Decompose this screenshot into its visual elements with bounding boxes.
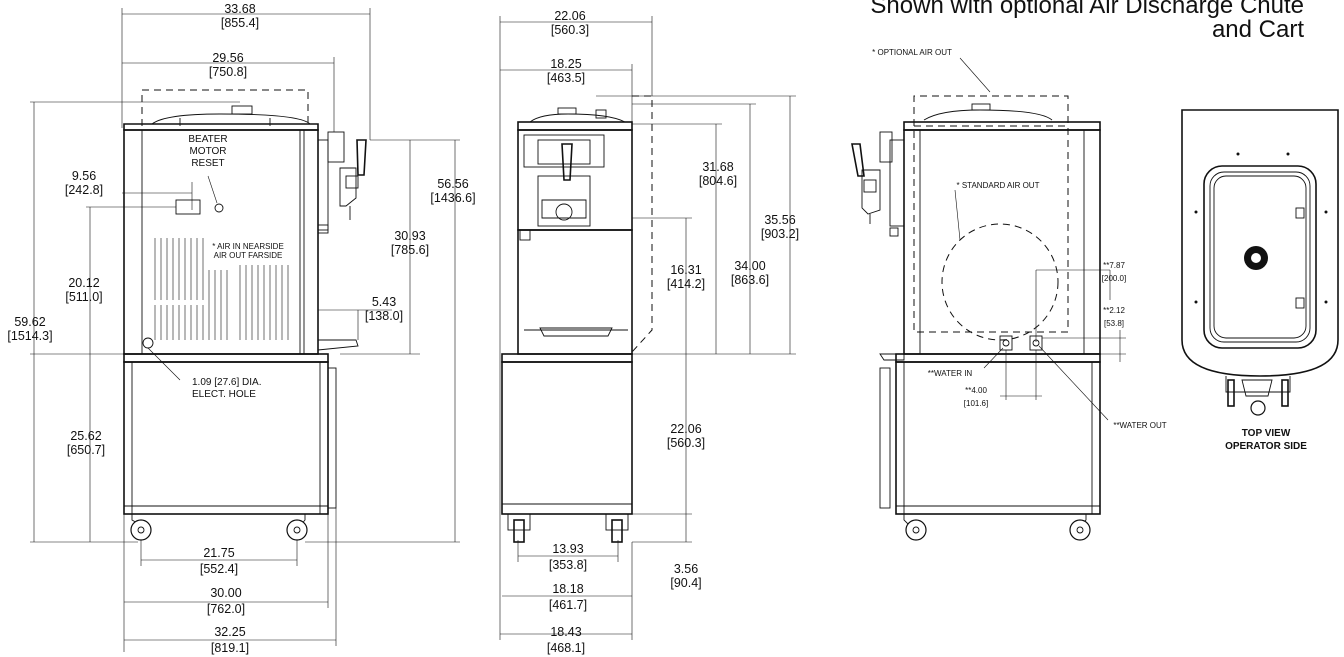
rear-dim-2-12: **2.12 [1103, 306, 1125, 315]
side-dim-33-68: 33.68 [224, 2, 255, 16]
side-dim-21-75-mm: [552.4] [200, 562, 238, 576]
front-dim-18-18: 18.18 [552, 582, 583, 596]
side-dim-33-68-mm: [855.4] [221, 16, 259, 30]
side-dim-32-25: 32.25 [214, 625, 245, 639]
beater-label-3: RESET [191, 158, 224, 169]
top-view-label-2: OPERATOR SIDE [1225, 441, 1307, 452]
front-dim-13-93: 13.93 [552, 542, 583, 556]
side-dim-56-56: 56.56 [437, 177, 468, 191]
top-view-label-1: TOP VIEW [1242, 428, 1291, 439]
standard-air-out-label: * STANDARD AIR OUT [957, 181, 1040, 190]
front-dim-18-25-mm: [463.5] [547, 71, 585, 85]
front-dim-22-06-mm: [560.3] [551, 23, 589, 37]
front-dim-18-43: 18.43 [550, 625, 581, 639]
optional-air-out-label: * OPTIONAL AIR OUT [872, 48, 952, 57]
front-dim-13-93-mm: [353.8] [549, 558, 587, 572]
water-out-label: **WATER OUT [1113, 421, 1166, 430]
side-dim-30-93: 30.93 [394, 229, 425, 243]
air-note-1: * AIR IN NEARSIDE [212, 242, 284, 251]
front-dim-31-68-mm: [804.6] [699, 174, 737, 188]
front-dim-18-25: 18.25 [550, 57, 581, 71]
title-line-2: and Cart [1212, 16, 1304, 43]
beater-label-2: MOTOR [189, 146, 226, 157]
front-dim-22-06-cart-mm: [560.3] [667, 436, 705, 450]
front-dim-22-06: 22.06 [554, 9, 585, 23]
top-view: TOP VIEW OPERATOR SIDE [1181, 109, 1339, 452]
side-dim-20-12-mm: [511.0] [65, 290, 102, 304]
beater-label-1: BEATER [188, 134, 227, 145]
side-dim-9-56-mm: [242.8] [65, 183, 103, 197]
front-dim-18-18-mm: [461.7] [549, 598, 587, 612]
side-dim-25-62-mm: [650.7] [67, 443, 105, 457]
side-dim-5-43-mm: [138.0] [365, 309, 403, 323]
side-view: 33.68 [855.4] 29.56 [750.8] 9.56 [242.8]… [7, 2, 475, 655]
rear-dim-7-87: **7.87 [1103, 261, 1125, 270]
side-dim-29-56-mm: [750.8] [209, 65, 247, 79]
side-dim-5-43: 5.43 [372, 295, 396, 309]
title-line-1: Shown with optional Air Discharge Chute [870, 0, 1304, 19]
side-dim-30-00-mm: [762.0] [207, 602, 245, 616]
side-dim-30-93-mm: [785.6] [391, 243, 429, 257]
front-dim-3-56: 3.56 [674, 562, 698, 576]
rear-dim-2-12-mm: [53.8] [1104, 319, 1124, 328]
rear-dim-4-00-mm: [101.6] [964, 399, 988, 408]
front-dim-35-56-mm: [903.2] [761, 227, 799, 241]
front-dim-34-00: 34.00 [734, 259, 765, 273]
hole-note-1: 1.09 [27.6] DIA. [192, 377, 262, 388]
side-dim-59-62: 59.62 [14, 315, 45, 329]
front-dim-22-06-cart: 22.06 [670, 422, 701, 436]
side-dim-30-00: 30.00 [210, 586, 241, 600]
rear-view: * OPTIONAL AIR OUT * STANDARD AIR OUT **… [851, 48, 1167, 541]
front-view: 22.06 [560.3] 18.25 [463.5] 31.68 [804.6… [499, 9, 799, 655]
side-dim-59-62-mm: [1514.3] [7, 329, 52, 343]
side-dim-29-56: 29.56 [212, 51, 243, 65]
front-dim-3-56-mm: [90.4] [670, 576, 701, 590]
front-dim-18-43-mm: [468.1] [547, 641, 585, 655]
front-dim-16-31: 16.31 [670, 263, 701, 277]
side-dim-9-56: 9.56 [72, 169, 96, 183]
rear-dim-7-87-mm: [200.0] [1102, 274, 1126, 283]
side-dim-20-12: 20.12 [68, 276, 99, 290]
front-dim-16-31-mm: [414.2] [667, 277, 705, 291]
side-dim-21-75: 21.75 [203, 546, 234, 560]
side-dim-56-56-mm: [1436.6] [430, 191, 475, 205]
front-dim-34-00-mm: [863.6] [731, 273, 769, 287]
water-in-label: **WATER IN [928, 369, 973, 378]
front-dim-31-68: 31.68 [702, 160, 733, 174]
rear-dim-4-00: **4.00 [965, 386, 987, 395]
side-dim-32-25-mm: [819.1] [211, 641, 249, 655]
side-dim-25-62: 25.62 [70, 429, 101, 443]
hole-note-2: ELECT. HOLE [192, 389, 256, 400]
air-note-2: AIR OUT FARSIDE [214, 251, 283, 260]
front-dim-35-56: 35.56 [764, 213, 795, 227]
